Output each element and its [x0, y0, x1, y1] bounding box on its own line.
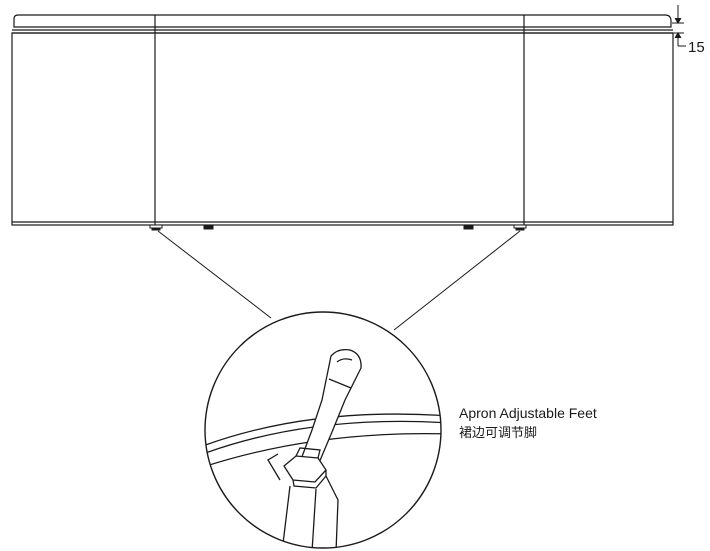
leader-line-left — [157, 230, 272, 319]
foot-stem-right — [311, 488, 317, 548]
foot-bracket — [267, 453, 281, 481]
dimension-annotation — [672, 5, 686, 47]
foot-stem-left — [281, 485, 291, 548]
spanner-handle — [296, 348, 362, 471]
dimension-value: 15 — [688, 39, 705, 56]
foot-bracket-2 — [325, 475, 339, 548]
cabinet-elevation — [11, 14, 674, 226]
detail-leader-lines — [157, 230, 521, 331]
feet-row — [149, 224, 527, 231]
spanner-handle-inner — [328, 378, 352, 389]
detail-view — [204, 311, 442, 549]
hex-nut-top-face — [295, 447, 321, 459]
spanner-ridge — [336, 358, 353, 363]
dimension-arrowhead-top — [674, 17, 682, 24]
foot-right-inner — [463, 225, 474, 230]
foot-left-inner — [203, 225, 214, 230]
cabinet-body — [11, 32, 674, 226]
leader-line-right — [393, 230, 521, 331]
callout-label-en: Apron Adjustable Feet — [459, 405, 597, 421]
foot-left-outer — [149, 224, 163, 231]
foot-right-outer — [513, 224, 527, 231]
callout-label-cn: 裙边可调节脚 — [459, 425, 537, 441]
hex-nut-side — [292, 470, 327, 489]
top-slab — [13, 14, 672, 28]
dimension-arrowhead-bottom — [674, 32, 682, 39]
